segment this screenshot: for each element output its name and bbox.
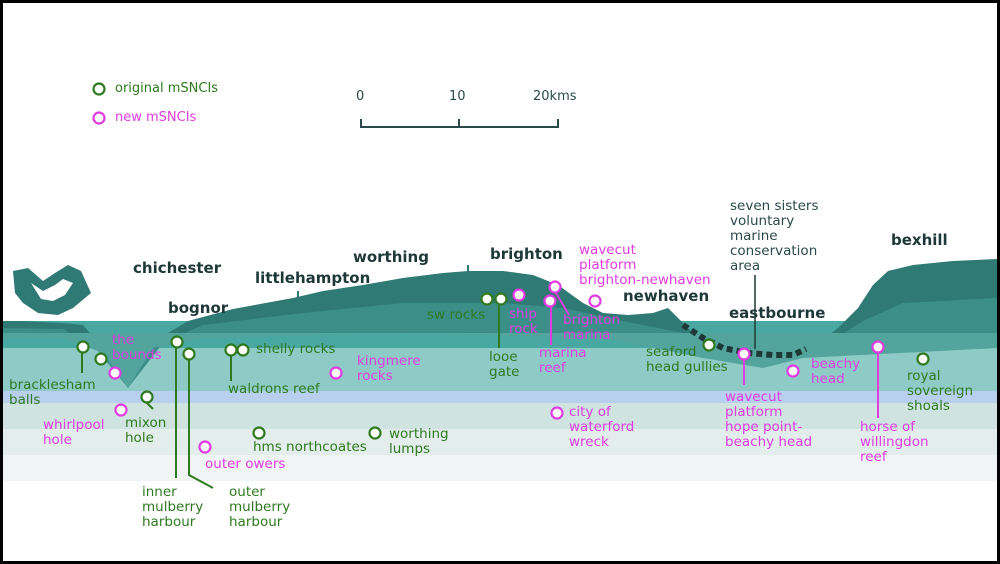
label-marina-reef: marina reef <box>539 345 587 376</box>
site-marker-sw-rocks[interactable] <box>480 292 494 306</box>
site-marker-whirlpool[interactable] <box>114 403 128 417</box>
chichester-harbour-water <box>31 279 73 301</box>
legend-original-label: original mSNCIs <box>115 81 219 96</box>
label-kingmere-rocks: kingmere rocks <box>357 353 421 384</box>
sea-band-pale <box>3 429 997 457</box>
site-marker-ship-rock[interactable] <box>512 288 526 302</box>
land-layer-2 <box>3 333 997 388</box>
label-shelly-rocks: shelly rocks <box>256 341 336 357</box>
label-city-of-waterford-wreck: city of waterford wreck <box>569 404 635 450</box>
label-hms-northcoates: hms northcoates <box>253 439 367 455</box>
leader-mixon <box>146 402 154 410</box>
label-inner-mulberry-harbour: inner mulberry harbour <box>142 484 204 530</box>
label-outer-mulberry-harbour: outer mulberry harbour <box>229 484 291 530</box>
town-brighton: brighton <box>490 245 563 263</box>
site-marker-brighton-marina[interactable] <box>548 280 562 294</box>
legend-new-marker <box>92 111 106 125</box>
coastline-map <box>3 82 997 489</box>
label-wavecut-hope-point: wavecut platform hope point- beachy head <box>725 389 813 450</box>
scale-label-0: 0 <box>356 89 365 104</box>
site-marker-outer-mulberry[interactable] <box>182 347 196 361</box>
site-marker-beachy-head[interactable] <box>786 364 800 378</box>
site-marker-shelly-1[interactable] <box>224 343 238 357</box>
label-whirlpool-hole: whirlpool hole <box>43 417 105 448</box>
site-marker-kingmere[interactable] <box>329 366 343 380</box>
scale-label-20: 20kms <box>533 89 577 104</box>
site-marker-shelly-2[interactable] <box>236 343 250 357</box>
land-layer-1 <box>3 298 997 388</box>
leader-outer-mulberry <box>188 359 214 489</box>
town-bexhill: bexhill <box>891 231 948 249</box>
label-beachy-head: beachy head <box>811 356 861 387</box>
site-marker-outer-owers[interactable] <box>198 440 212 454</box>
town-littlehampton: littlehampton <box>255 269 371 287</box>
label-looe-gate: looe gate <box>489 349 520 380</box>
site-marker-royal-sovereign[interactable] <box>916 352 930 366</box>
label-mixon-hole: mixon hole <box>125 415 167 446</box>
label-wavecut-brighton-newhaven: wavecut platform brighton-newhaven <box>579 242 711 288</box>
scale-label-10: 10 <box>449 89 466 104</box>
label-waldrons-reef: waldrons reef <box>228 381 320 397</box>
seven-sisters-annotation: seven sisters voluntary marine conservat… <box>730 198 819 274</box>
town-eastbourne: eastbourne <box>729 304 826 322</box>
site-marker-wavecut-bn[interactable] <box>588 294 602 308</box>
sea-band-blue <box>3 391 997 405</box>
label-worthing-lumps: worthing lumps <box>389 426 449 457</box>
legend-new-label: new mSNCIs <box>115 110 197 125</box>
town-chichester: chichester <box>133 259 222 277</box>
site-marker-worthing-lumps[interactable] <box>368 426 382 440</box>
site-marker-hope-point[interactable] <box>737 347 751 361</box>
legend-original-marker <box>92 82 106 96</box>
site-marker-bracklesham-2[interactable] <box>94 352 108 366</box>
label-outer-owers: outer owers <box>205 456 286 472</box>
site-marker-bracklesham-1[interactable] <box>76 340 90 354</box>
site-marker-inner-mulberry[interactable] <box>170 335 184 349</box>
town-bognor: bognor <box>168 299 229 317</box>
site-marker-mixon[interactable] <box>140 390 154 404</box>
site-marker-the-bounds[interactable] <box>108 366 122 380</box>
label-ship-rock: ship rock <box>509 306 538 337</box>
label-seaford-head-gullies: seaford head gullies <box>646 344 728 375</box>
label-horse-of-willingdon-reef: horse of willingdon reef <box>860 419 929 465</box>
site-marker-seaford[interactable] <box>702 338 716 352</box>
site-marker-hms-northcoates[interactable] <box>252 426 266 440</box>
sea-band-light <box>3 403 997 431</box>
site-marker-willingdon[interactable] <box>871 340 885 354</box>
site-marker-looe-gate[interactable] <box>494 292 508 306</box>
label-bracklesham-balls: bracklesham balls <box>9 377 96 408</box>
site-marker-city-of-waterford[interactable] <box>550 406 564 420</box>
site-marker-marina-reef[interactable] <box>543 294 557 308</box>
sea-band-palest <box>3 455 997 481</box>
label-brighton-marina: brighton marina <box>563 312 621 343</box>
label-royal-sovereign-shoals: royal sovereign shoals <box>907 368 974 414</box>
town-worthing: worthing <box>353 248 429 266</box>
label-sw-rocks: sw rocks <box>427 307 486 323</box>
label-the-bounds: the bounds <box>112 332 162 363</box>
leader-brighton-marina <box>555 292 570 316</box>
town-newhaven: newhaven <box>623 287 710 305</box>
